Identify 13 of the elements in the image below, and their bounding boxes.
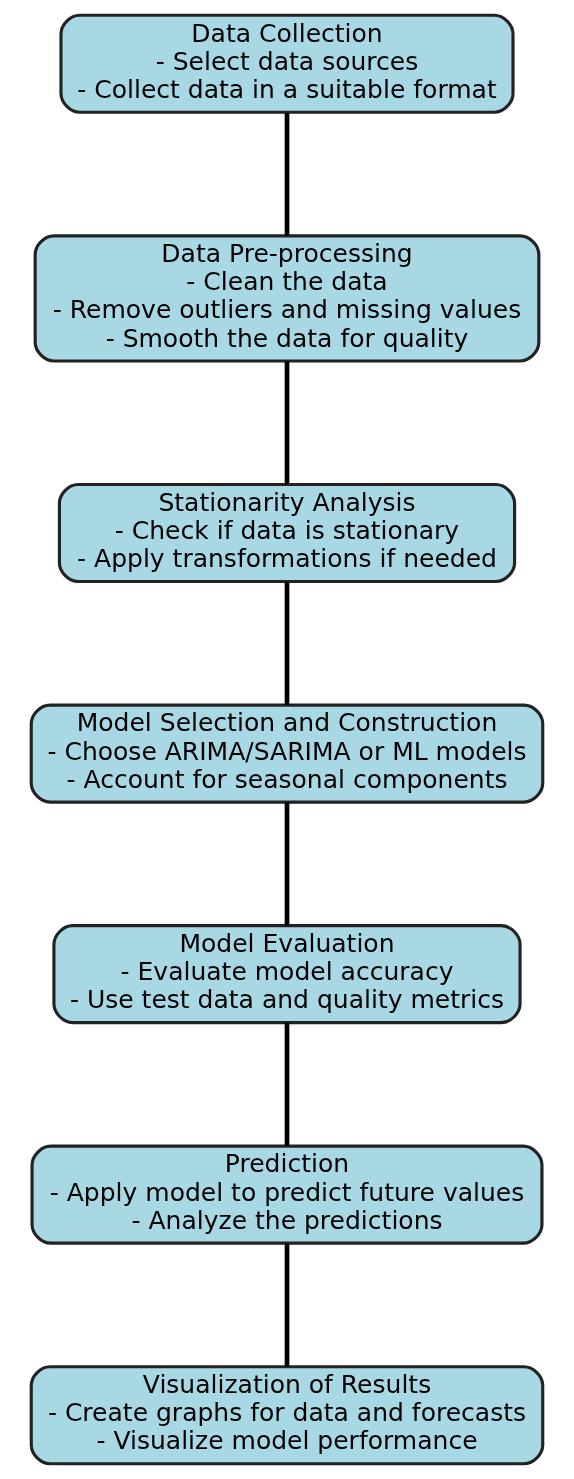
connector xyxy=(284,802,290,926)
connector xyxy=(284,361,290,485)
node-box: Stationarity Analysis - Check if data is stationary - Apply transformations if needed xyxy=(57,482,517,584)
node-box: Data Pre-processing - Clean the data - Remove outliers and missing values - Smooth the data for quality xyxy=(33,234,541,363)
connector xyxy=(284,1243,290,1367)
connector xyxy=(284,581,290,705)
connector xyxy=(284,1022,290,1147)
node-box: Prediction - Apply model to predict future values - Analyze the predictions xyxy=(30,1144,544,1245)
node-box: Model Evaluation - Evaluate model accuracy - Use test data and quality metrics xyxy=(52,924,522,1025)
node-box: Model Selection and Construction - Choose ARIMA/SARIMA or ML models - Account for seasonal components xyxy=(29,703,545,804)
connector xyxy=(284,112,290,236)
node-box: Data Collection - Select data sources - Collect data in a suitable format xyxy=(59,13,515,114)
node-box: Visualization of Results - Create graphs for data and forecasts - Visualize model performance xyxy=(29,1365,545,1466)
